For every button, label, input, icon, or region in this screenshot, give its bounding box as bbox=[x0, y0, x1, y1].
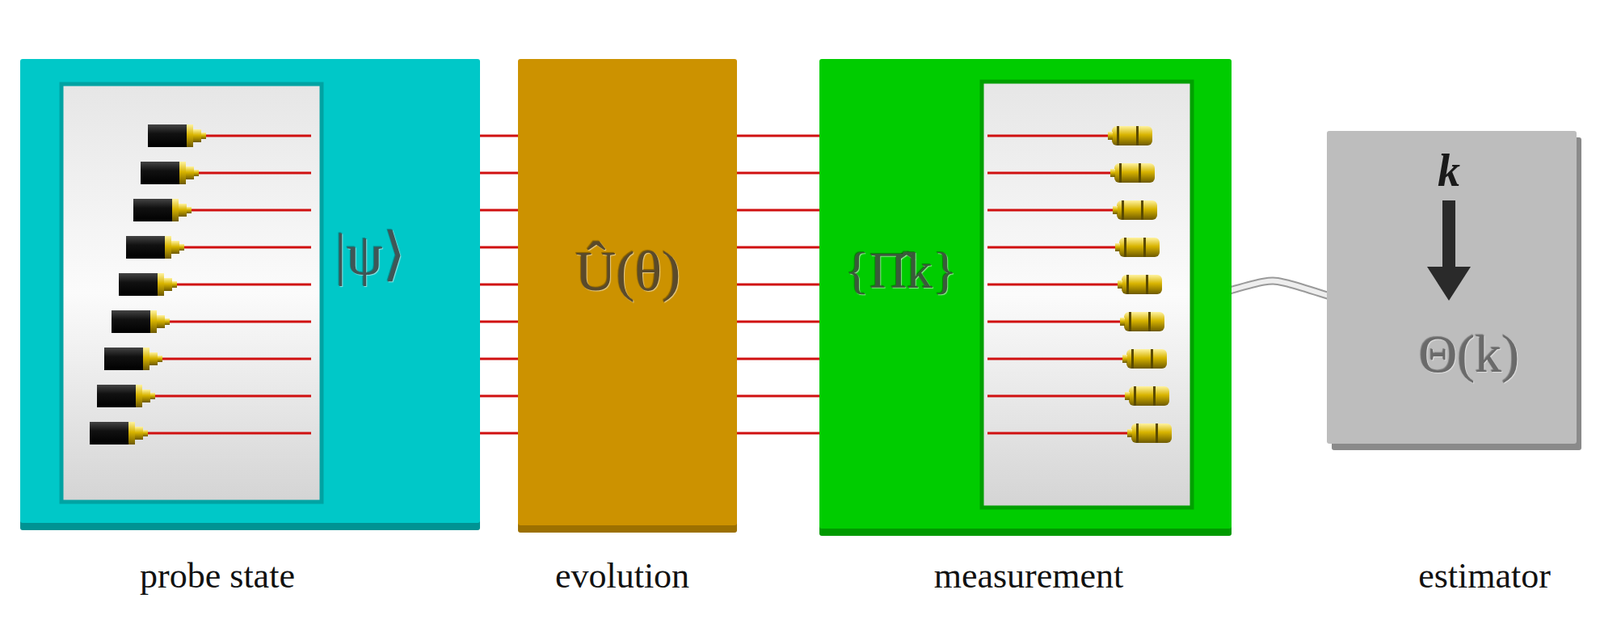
formula-label: k bbox=[1437, 146, 1461, 197]
laser-beam bbox=[736, 135, 820, 434]
detector-beams bbox=[987, 135, 1129, 434]
stage-caption: estimator bbox=[1418, 556, 1551, 596]
laser-beam bbox=[480, 135, 518, 434]
evolution-box: Û(θ)evolution bbox=[517, 58, 737, 526]
beam-bundle bbox=[480, 135, 518, 434]
signal-cable bbox=[1228, 281, 1329, 296]
formula-label: |ψ⟩ bbox=[334, 223, 406, 287]
detector-panel bbox=[981, 81, 1192, 508]
formula-label: Û(θ) bbox=[575, 240, 682, 303]
stage-caption: measurement bbox=[934, 556, 1125, 596]
measurement-box: {Π̂k}measurement bbox=[819, 58, 1232, 529]
detectors bbox=[1107, 126, 1172, 443]
stage-caption: evolution bbox=[555, 556, 690, 596]
formula-label: {Π̂k} bbox=[844, 242, 958, 299]
estimator-box: kΘ(k)estimator bbox=[1326, 130, 1577, 444]
cable-core bbox=[1228, 281, 1329, 296]
beam-bundle bbox=[736, 135, 820, 434]
cable-outline bbox=[1228, 281, 1329, 296]
formula-label: Θ(k) bbox=[1418, 324, 1520, 384]
estimator-arrow bbox=[1427, 200, 1471, 301]
laser-panel bbox=[61, 84, 322, 502]
probe-state-box: |ψ⟩probe state bbox=[20, 58, 480, 523]
stage-caption: probe state bbox=[139, 556, 295, 596]
laser-sources bbox=[89, 124, 207, 445]
laser-beams bbox=[147, 135, 312, 434]
